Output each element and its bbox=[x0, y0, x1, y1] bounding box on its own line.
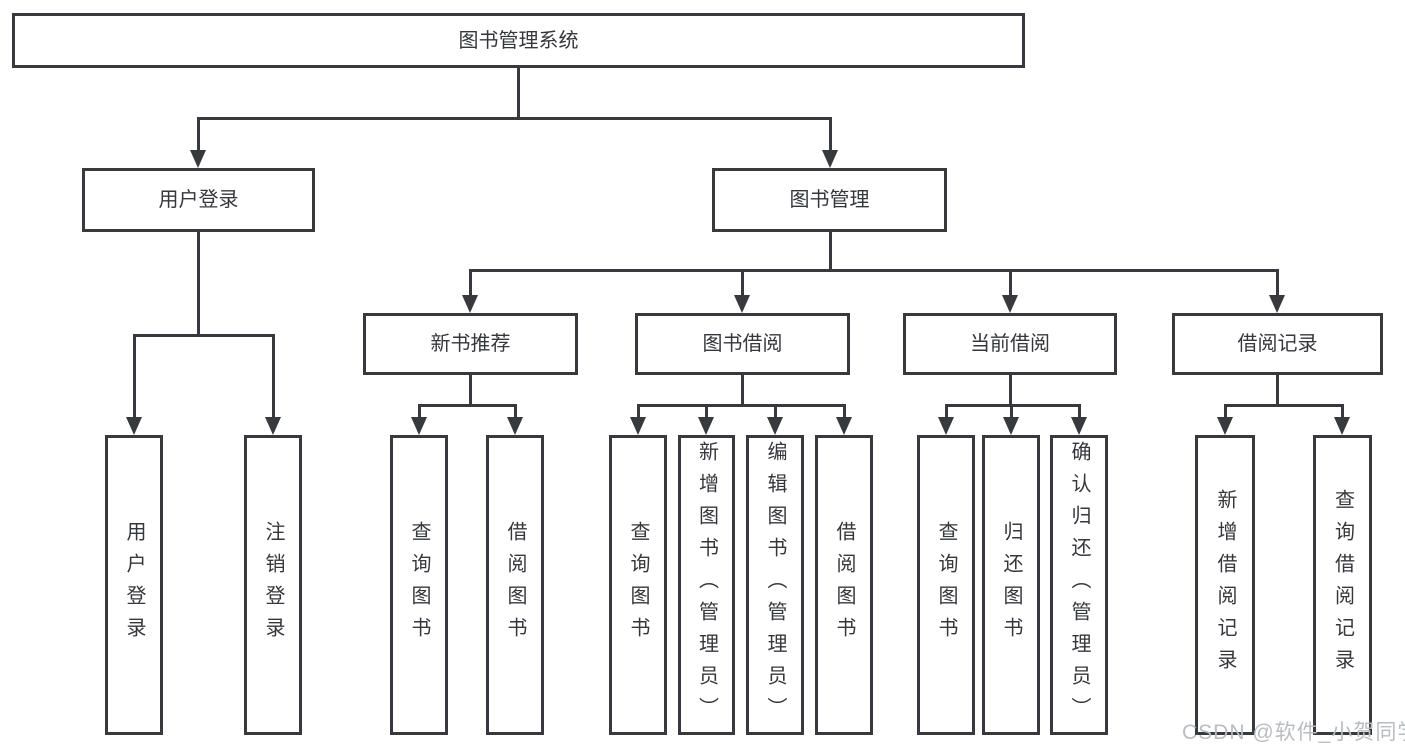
connector-hline bbox=[133, 334, 274, 337]
arrow-down-icon bbox=[126, 417, 142, 435]
arrow-down-icon bbox=[1269, 295, 1285, 313]
connector-hline bbox=[637, 404, 845, 407]
node-label: 查询图书 bbox=[408, 521, 430, 649]
node-label: 借阅图书 bbox=[833, 521, 855, 649]
node-book-borrow: 图书借阅 bbox=[635, 313, 850, 375]
node-leaf-borrow-books-2: 借阅图书 bbox=[815, 435, 873, 735]
connector-hline bbox=[418, 404, 516, 407]
arrow-stem bbox=[1275, 269, 1279, 295]
node-label: 图书管理 bbox=[789, 189, 870, 211]
arrow-down-icon bbox=[938, 417, 954, 435]
connector-hline bbox=[469, 269, 1278, 272]
connector-hline bbox=[197, 117, 831, 120]
arrow-stem bbox=[1077, 404, 1081, 417]
node-label: 归还图书 bbox=[1000, 521, 1022, 649]
node-user-login: 用户登录 bbox=[82, 168, 315, 232]
arrow-stem bbox=[636, 404, 640, 417]
connector-vline bbox=[196, 232, 200, 336]
connector-vline bbox=[468, 375, 472, 406]
arrow-stem bbox=[1009, 404, 1013, 417]
node-label: 当前借阅 bbox=[970, 333, 1050, 355]
node-label: 确认归还（管理员） bbox=[1068, 441, 1090, 729]
arrow-stem bbox=[196, 117, 200, 150]
connector-vline bbox=[828, 232, 832, 271]
arrow-stem bbox=[468, 269, 472, 295]
node-label: 编辑图书（管理员） bbox=[764, 441, 786, 729]
connector-vline bbox=[1008, 375, 1012, 406]
node-borrow-records: 借阅记录 bbox=[1172, 313, 1383, 375]
arrow-down-icon bbox=[265, 417, 281, 435]
arrow-stem bbox=[1340, 404, 1344, 417]
arrow-down-icon bbox=[1002, 295, 1018, 313]
watermark: CSDN @软件_小贺同学 bbox=[1182, 721, 1405, 744]
node-leaf-query-borrow-record: 查询借阅记录 bbox=[1313, 435, 1372, 735]
node-label: 借阅记录 bbox=[1237, 333, 1318, 355]
arrow-down-icon bbox=[630, 417, 646, 435]
node-leaf-add-book-admin: 新增图书（管理员） bbox=[678, 435, 735, 735]
arrow-down-icon bbox=[1217, 417, 1233, 435]
node-leaf-add-borrow-record: 新增借阅记录 bbox=[1195, 435, 1255, 735]
node-label: 注销登录 bbox=[262, 521, 284, 649]
connector-vline bbox=[740, 375, 744, 406]
node-leaf-edit-book-admin: 编辑图书（管理员） bbox=[746, 435, 804, 735]
node-label: 新书推荐 bbox=[430, 333, 511, 355]
arrow-down-icon bbox=[190, 150, 206, 168]
arrow-stem bbox=[773, 404, 777, 417]
node-label: 用户登录 bbox=[123, 521, 145, 649]
node-label: 新增借阅记录 bbox=[1214, 489, 1236, 681]
arrow-stem bbox=[1008, 269, 1012, 295]
node-label: 借阅图书 bbox=[504, 521, 526, 649]
node-current-borrow: 当前借阅 bbox=[903, 313, 1117, 375]
node-book-management: 图书管理 bbox=[712, 168, 947, 232]
node-leaf-query-books-1: 查询图书 bbox=[390, 435, 448, 735]
arrow-stem bbox=[1223, 404, 1227, 417]
connector-hline bbox=[945, 404, 1080, 407]
arrow-down-icon bbox=[1003, 417, 1019, 435]
node-leaf-query-books-3: 查询图书 bbox=[917, 435, 975, 735]
node-leaf-user-login: 用户登录 bbox=[105, 435, 163, 735]
arrow-stem bbox=[132, 334, 136, 417]
arrow-stem bbox=[513, 404, 517, 417]
node-label: 新增图书（管理员） bbox=[695, 441, 718, 729]
node-leaf-return-books: 归还图书 bbox=[982, 435, 1040, 735]
arrow-down-icon bbox=[734, 295, 750, 313]
node-leaf-logout: 注销登录 bbox=[244, 435, 302, 735]
arrow-stem bbox=[740, 269, 744, 295]
arrow-stem bbox=[271, 334, 275, 417]
node-library-system: 图书管理系统 bbox=[12, 13, 1025, 68]
arrow-down-icon bbox=[411, 417, 427, 435]
arrow-down-icon bbox=[698, 417, 714, 435]
node-label: 用户登录 bbox=[158, 189, 239, 211]
connector-vline bbox=[1275, 375, 1279, 406]
arrow-stem bbox=[828, 117, 832, 150]
arrow-down-icon bbox=[507, 417, 523, 435]
node-label: 查询图书 bbox=[627, 521, 649, 649]
node-label: 图书管理系统 bbox=[458, 29, 579, 52]
arrow-down-icon bbox=[462, 295, 478, 313]
node-new-book-recommend: 新书推荐 bbox=[363, 313, 578, 375]
connector-hline bbox=[1224, 404, 1343, 407]
node-leaf-borrow-books-1: 借阅图书 bbox=[486, 435, 544, 735]
arrow-stem bbox=[842, 404, 846, 417]
node-label: 图书借阅 bbox=[702, 333, 783, 355]
node-label: 查询图书 bbox=[935, 521, 957, 649]
arrow-down-icon bbox=[767, 417, 783, 435]
arrow-stem bbox=[417, 404, 421, 417]
arrow-down-icon bbox=[1071, 417, 1087, 435]
arrow-down-icon bbox=[822, 150, 838, 168]
arrow-down-icon bbox=[1334, 417, 1350, 435]
connector-vline bbox=[516, 68, 520, 119]
node-label: 查询借阅记录 bbox=[1331, 489, 1354, 681]
arrow-stem bbox=[944, 404, 948, 417]
node-leaf-confirm-return-admin: 确认归还（管理员） bbox=[1050, 435, 1108, 735]
arrow-stem bbox=[704, 404, 708, 417]
node-leaf-query-books-2: 查询图书 bbox=[609, 435, 667, 735]
arrow-down-icon bbox=[836, 417, 852, 435]
